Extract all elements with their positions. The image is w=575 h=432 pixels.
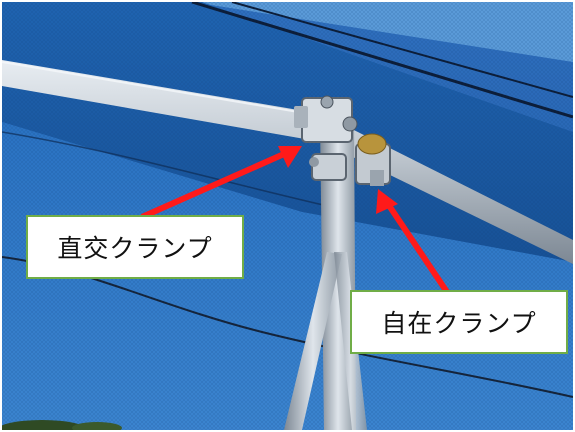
- net-edge-line: [2, 131, 333, 208]
- arrow-to-cross-clamp: [140, 146, 302, 220]
- pipe-highlight: [2, 61, 323, 117]
- arrow-to-swivel-clamp: [376, 189, 450, 294]
- foliage: [2, 420, 122, 430]
- cross-clamp-label: 直交クランプ: [26, 215, 244, 279]
- swivel-clamp-label: 自在クランプ: [350, 290, 568, 354]
- swivel-clamp-label-text: 自在クランプ: [381, 309, 537, 338]
- top-wire-1: [191, 2, 573, 119]
- horizontal-pipe: [2, 60, 573, 264]
- cross-clamp-label-text: 直交クランプ: [57, 234, 213, 263]
- swivel-clamp: [355, 133, 391, 186]
- cross-clamp: [294, 95, 358, 181]
- top-wire-2: [231, 2, 573, 98]
- brace-leg-left: [284, 252, 342, 430]
